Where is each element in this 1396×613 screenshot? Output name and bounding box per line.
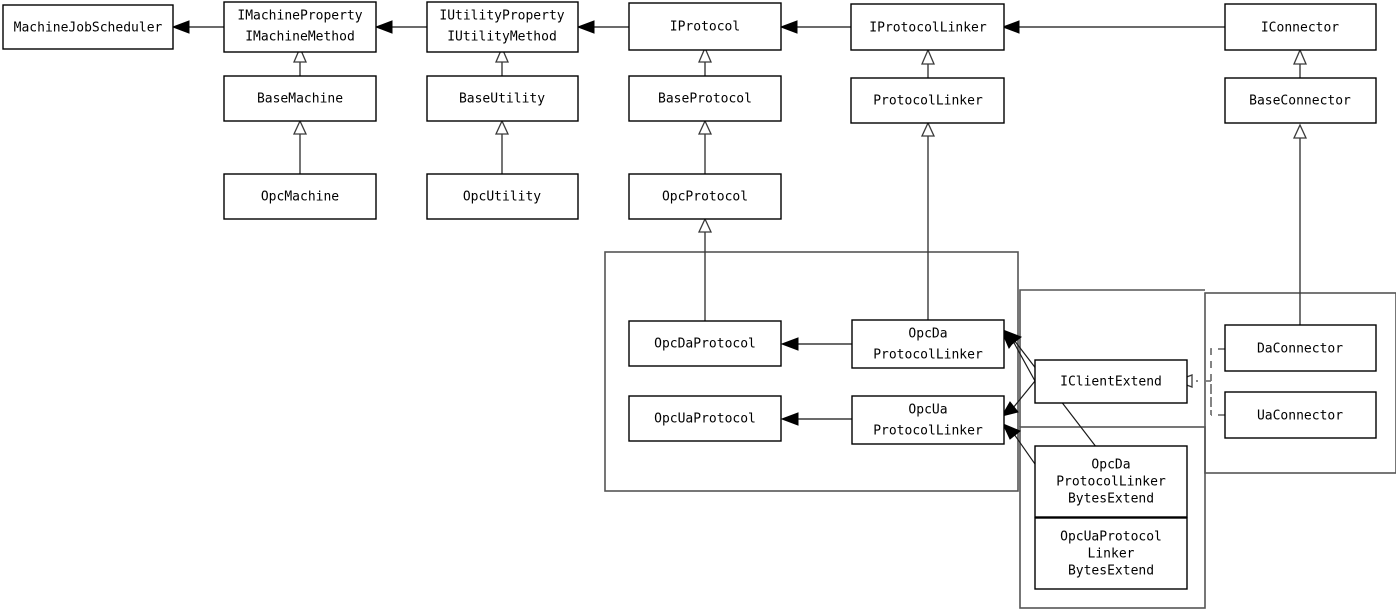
node-label-ua-connector: UaConnector — [1257, 409, 1343, 424]
node-base-machine[interactable]: BaseMachine — [223, 75, 377, 122]
node-label-iprotocol: IProtocol — [670, 20, 740, 35]
node-opc-ua-protocol-linker[interactable]: OpcUa ProtocolLinker — [851, 395, 1005, 445]
edge-baseconnector-to-iconnector — [1293, 48, 1307, 78]
edge-opcualinker-to-opcuaprotocol — [780, 412, 852, 426]
node-label-opc-da-bytes-extend-1: OpcDa — [1091, 458, 1130, 473]
node-label-opc-ua-bytes-extend-2: Linker — [1088, 547, 1135, 562]
node-label-iutility-property-2: IUtilityMethod — [447, 30, 557, 45]
group-protocol-container — [604, 251, 1019, 492]
group-extend-upper-outline — [1019, 289, 1205, 427]
node-base-utility[interactable]: BaseUtility — [426, 75, 579, 122]
node-opc-da-protocol-linker-bytes-extend[interactable]: OpcDa ProtocolLinker BytesExtend — [1034, 445, 1188, 518]
edge-opcdalinker-to-opcdaprotocol — [780, 337, 852, 351]
node-label-opc-da-bytes-extend-3: BytesExtend — [1068, 492, 1154, 507]
node-label-base-machine: BaseMachine — [257, 92, 343, 107]
edge-opcprotocol-to-baseprotocol — [697, 119, 713, 174]
node-iprotocol-linker[interactable]: IProtocolLinker — [850, 3, 1005, 51]
edge-opcdaprotocol-to-opcprotocol — [697, 217, 713, 321]
edge-iclientextend-to-opcualinker — [1000, 380, 1036, 417]
edge-opcmachine-to-basemachine — [292, 119, 308, 174]
edge-protocollinker-to-iprotocollinker — [921, 48, 935, 78]
node-label-opc-utility: OpcUtility — [463, 190, 541, 205]
node-ua-connector[interactable]: UaConnector — [1224, 391, 1377, 439]
node-da-connector[interactable]: DaConnector — [1224, 324, 1377, 372]
node-base-protocol[interactable]: BaseProtocol — [628, 75, 782, 122]
node-label-da-connector: DaConnector — [1257, 342, 1343, 357]
node-protocol-linker[interactable]: ProtocolLinker — [850, 77, 1005, 124]
node-opc-machine[interactable]: OpcMachine — [223, 173, 377, 220]
node-opc-ua-protocol-linker-bytes-extend[interactable]: OpcUaProtocol Linker BytesExtend — [1034, 517, 1188, 590]
node-label-base-protocol: BaseProtocol — [658, 92, 752, 107]
node-label-opc-ua-bytes-extend-3: BytesExtend — [1068, 564, 1154, 579]
node-label-iconnector: IConnector — [1261, 21, 1339, 36]
node-iutility-property[interactable]: IUtilityProperty IUtilityMethod — [426, 1, 579, 53]
node-label-opc-protocol: OpcProtocol — [662, 190, 748, 205]
node-label-iutility-property-1: IUtilityProperty — [439, 9, 564, 24]
node-label-opc-da-bytes-extend-2: ProtocolLinker — [1056, 475, 1166, 490]
edge-opcdaprotocollinker-to-protocollinker — [920, 121, 936, 321]
node-label-base-connector: BaseConnector — [1249, 94, 1351, 109]
edge-imachine-to-scheduler — [171, 20, 224, 34]
edge-iprotocollinker-to-iprotocol — [779, 20, 851, 34]
node-label-iclient-extend: IClientExtend — [1060, 375, 1162, 390]
node-label-base-utility: BaseUtility — [459, 92, 545, 107]
node-opc-utility[interactable]: OpcUtility — [426, 173, 579, 220]
node-label-machine-job-scheduler: MachineJobScheduler — [14, 21, 163, 36]
node-label-opc-da-protocol-linker-2: ProtocolLinker — [873, 348, 983, 363]
node-iprotocol[interactable]: IProtocol — [628, 2, 782, 51]
node-label-opc-ua-bytes-extend-1: OpcUaProtocol — [1060, 530, 1162, 545]
edge-daconnector-to-baseconnector — [1292, 123, 1308, 325]
node-opc-ua-protocol[interactable]: OpcUaProtocol — [628, 395, 782, 442]
group-extend-container — [1019, 426, 1206, 609]
edge-baseprotocol-to-iprotocol — [698, 46, 712, 76]
node-opc-protocol[interactable]: OpcProtocol — [628, 173, 782, 220]
node-label-imachine-property-2: IMachineMethod — [245, 30, 355, 45]
node-label-imachine-property-1: IMachineProperty — [237, 9, 362, 24]
edge-iutility-to-imachine — [374, 20, 427, 34]
node-label-opc-ua-protocol-linker-2: ProtocolLinker — [873, 424, 983, 439]
node-iconnector[interactable]: IConnector — [1224, 3, 1377, 51]
edge-basemachine-to-imachine — [293, 46, 307, 76]
node-opc-da-protocol[interactable]: OpcDaProtocol — [628, 320, 782, 367]
node-machine-job-scheduler[interactable]: MachineJobScheduler — [2, 4, 174, 50]
node-label-iprotocol-linker: IProtocolLinker — [869, 21, 987, 36]
node-label-protocol-linker: ProtocolLinker — [873, 94, 983, 109]
node-label-opc-ua-protocol-linker-1: OpcUa — [908, 403, 947, 418]
node-base-connector[interactable]: BaseConnector — [1224, 77, 1377, 124]
node-imachine-property[interactable]: IMachineProperty IMachineMethod — [223, 1, 377, 53]
edge-iconnector-to-iprotocollinker — [1001, 20, 1225, 34]
edge-opcutility-to-baseutility — [494, 119, 510, 174]
edge-baseutility-to-iutility — [495, 46, 509, 76]
edge-iprotocol-to-iutility — [576, 20, 629, 34]
node-label-opc-ua-protocol: OpcUaProtocol — [654, 412, 756, 427]
node-opc-da-protocol-linker[interactable]: OpcDa ProtocolLinker — [851, 319, 1005, 369]
node-label-opc-da-protocol-linker-1: OpcDa — [908, 327, 947, 342]
node-label-opc-machine: OpcMachine — [261, 190, 339, 205]
node-iclient-extend[interactable]: IClientExtend — [1034, 359, 1188, 404]
node-label-opc-da-protocol: OpcDaProtocol — [654, 337, 756, 352]
